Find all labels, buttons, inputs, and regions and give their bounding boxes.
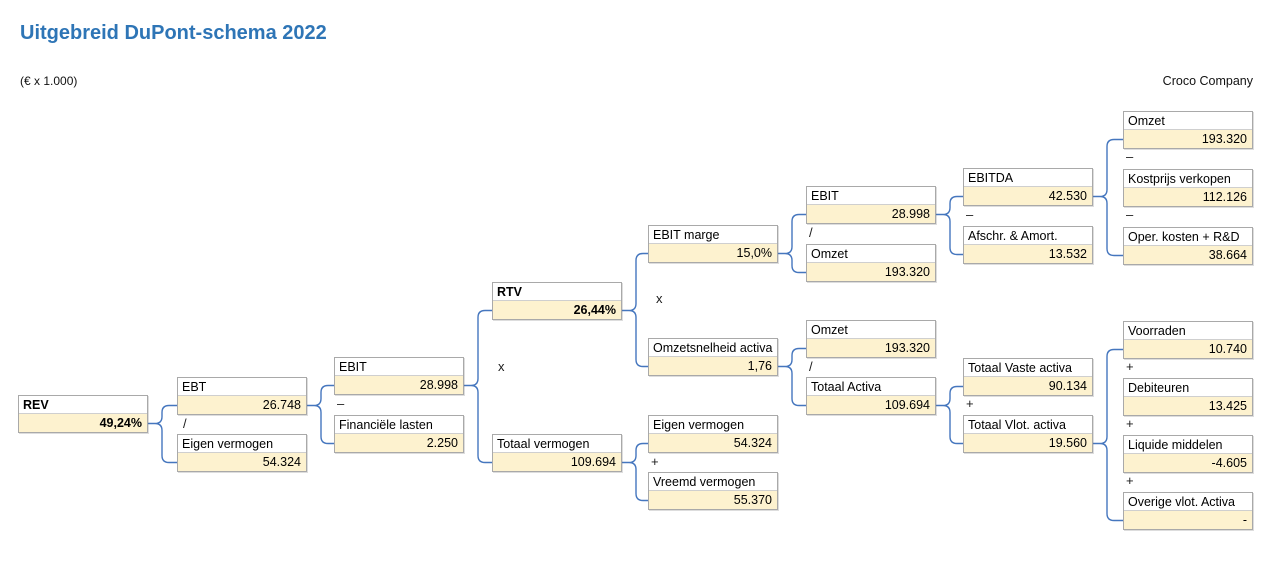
value-cell[interactable]: 193.320 [807,263,935,281]
value-cell[interactable]: 1,76 [649,357,777,375]
label-cell[interactable]: Omzet [807,245,935,263]
label-cell[interactable]: Afschr. & Amort. [964,227,1092,245]
value-cell[interactable]: 19.560 [964,434,1092,452]
operator-divide: / [183,416,187,431]
operator-plus: + [1126,473,1134,488]
node-eigen-vermogen-1[interactable]: Eigen vermogen 54.324 [177,434,307,472]
label-cell[interactable]: Eigen vermogen [649,416,777,434]
value-cell[interactable]: 193.320 [1124,130,1252,148]
label-cell[interactable]: Kostprijs verkopen [1124,170,1252,188]
value-cell[interactable]: 112.126 [1124,188,1252,206]
page-title: Uitgebreid DuPont-schema 2022 [20,22,327,44]
value-cell[interactable]: 26.748 [178,396,306,414]
node-totaal-vaste-activa[interactable]: Totaal Vaste activa 90.134 [963,358,1093,396]
label-cell[interactable]: Liquide middelen [1124,436,1252,454]
value-cell[interactable]: 90.134 [964,377,1092,395]
label-cell[interactable]: Omzet [1124,112,1252,130]
node-totaal-vermogen[interactable]: Totaal vermogen 109.694 [492,434,622,472]
node-totaal-activa[interactable]: Totaal Activa 109.694 [806,377,936,415]
node-ebit-1[interactable]: EBIT 28.998 [334,357,464,395]
label-cell[interactable]: Overige vlot. Activa [1124,493,1252,511]
node-omzet-2[interactable]: Omzet 193.320 [806,320,936,358]
value-cell[interactable]: 109.694 [493,453,621,471]
label-cell[interactable]: EBIT marge [649,226,777,244]
label-cell[interactable]: EBIT [335,358,463,376]
operator-divide: / [809,359,813,374]
value-cell[interactable]: 49,24% [19,414,147,432]
node-rtv[interactable]: RTV 26,44% [492,282,622,320]
label-cell[interactable]: EBT [178,378,306,396]
operator-minus: – [1126,149,1134,164]
label-cell[interactable]: Voorraden [1124,322,1252,340]
operator-plus: + [1126,359,1134,374]
operator-minus: – [966,207,974,222]
node-afschr-amort[interactable]: Afschr. & Amort. 13.532 [963,226,1093,264]
value-cell[interactable]: 26,44% [493,301,621,319]
value-cell[interactable]: 28.998 [807,205,935,223]
label-cell[interactable]: EBITDA [964,169,1092,187]
label-cell[interactable]: Oper. kosten + R&D [1124,228,1252,246]
value-cell[interactable]: 10.740 [1124,340,1252,358]
operator-plus: + [651,454,659,469]
node-financiele-lasten[interactable]: Financiële lasten 2.250 [334,415,464,453]
unit-note: (€ x 1.000) [20,74,78,88]
node-rev[interactable]: REV 49,24% [18,395,148,433]
value-cell[interactable]: 54.324 [178,453,306,471]
value-cell[interactable]: 13.532 [964,245,1092,263]
value-cell[interactable]: 2.250 [335,434,463,452]
node-ebitda[interactable]: EBITDA 42.530 [963,168,1093,206]
node-vreemd-vermogen[interactable]: Vreemd vermogen 55.370 [648,472,778,510]
label-cell[interactable]: Omzet [807,321,935,339]
operator-minus: – [337,396,345,411]
label-cell[interactable]: RTV [493,283,621,301]
node-omzet-1[interactable]: Omzet 193.320 [806,244,936,282]
node-omzetsnelheid-activa[interactable]: Omzetsnelheid activa 1,76 [648,338,778,376]
value-cell[interactable]: 193.320 [807,339,935,357]
operator-multiply: x [498,359,505,374]
value-cell[interactable]: 15,0% [649,244,777,262]
value-cell[interactable]: - [1124,511,1252,529]
node-omzet-3[interactable]: Omzet 193.320 [1123,111,1253,149]
value-cell[interactable]: 28.998 [335,376,463,394]
value-cell[interactable]: 42.530 [964,187,1092,205]
node-liquide-middelen[interactable]: Liquide middelen -4.605 [1123,435,1253,473]
value-cell[interactable]: 109.694 [807,396,935,414]
operator-multiply: x [656,291,663,306]
label-cell[interactable]: Eigen vermogen [178,435,306,453]
company-name: Croco Company [1162,74,1253,88]
label-cell[interactable]: EBIT [807,187,935,205]
label-cell[interactable]: Financiële lasten [335,416,463,434]
label-cell[interactable]: Totaal vermogen [493,435,621,453]
label-cell[interactable]: Totaal Vaste activa [964,359,1092,377]
node-debiteuren[interactable]: Debiteuren 13.425 [1123,378,1253,416]
label-cell[interactable]: Vreemd vermogen [649,473,777,491]
operator-plus: + [1126,416,1134,431]
label-cell[interactable]: Totaal Vlot. activa [964,416,1092,434]
operator-divide: / [809,225,813,240]
value-cell[interactable]: -4.605 [1124,454,1252,472]
node-kostprijs-verkopen[interactable]: Kostprijs verkopen 112.126 [1123,169,1253,207]
value-cell[interactable]: 55.370 [649,491,777,509]
value-cell[interactable]: 38.664 [1124,246,1252,264]
node-overige-vlot-activa[interactable]: Overige vlot. Activa - [1123,492,1253,530]
node-ebt[interactable]: EBT 26.748 [177,377,307,415]
label-cell[interactable]: Debiteuren [1124,379,1252,397]
operator-minus: – [1126,207,1134,222]
node-ebit-marge[interactable]: EBIT marge 15,0% [648,225,778,263]
label-cell[interactable]: Omzetsnelheid activa [649,339,777,357]
label-cell[interactable]: Totaal Activa [807,378,935,396]
node-eigen-vermogen-2[interactable]: Eigen vermogen 54.324 [648,415,778,453]
operator-plus: + [966,396,974,411]
value-cell[interactable]: 13.425 [1124,397,1252,415]
node-oper-kosten-rd[interactable]: Oper. kosten + R&D 38.664 [1123,227,1253,265]
node-voorraden[interactable]: Voorraden 10.740 [1123,321,1253,359]
label-cell[interactable]: REV [19,396,147,414]
node-ebit-2[interactable]: EBIT 28.998 [806,186,936,224]
node-totaal-vlot-activa[interactable]: Totaal Vlot. activa 19.560 [963,415,1093,453]
value-cell[interactable]: 54.324 [649,434,777,452]
